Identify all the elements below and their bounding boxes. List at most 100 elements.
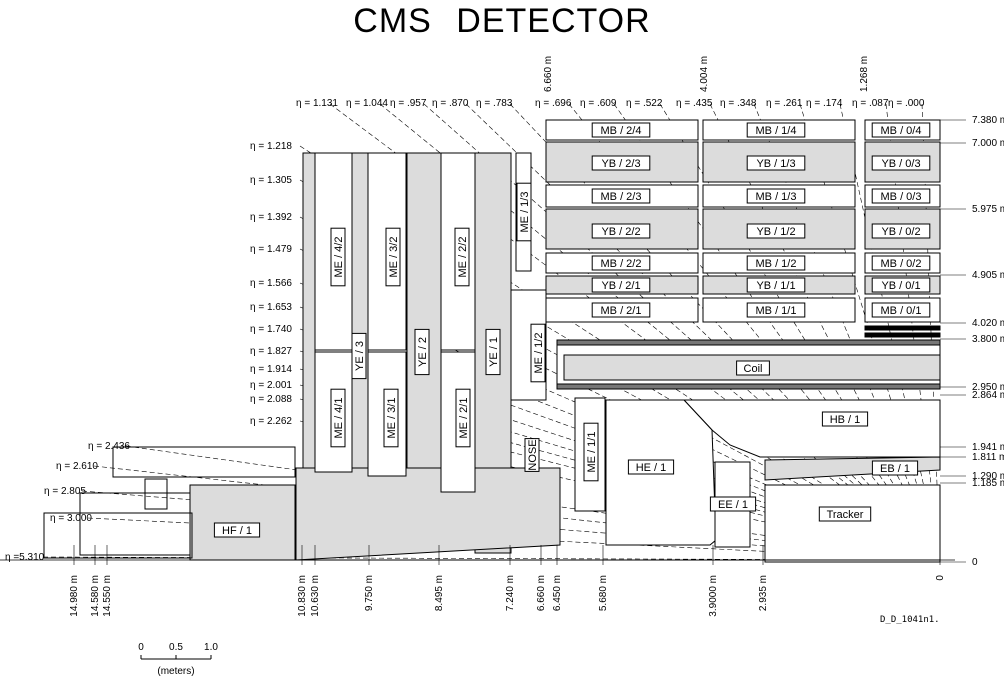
endcap-label: YE / 2 <box>414 328 430 376</box>
svg-text:ME / 3/2: ME / 3/2 <box>388 237 400 278</box>
barrel-label: YB / 2/1 <box>591 277 651 293</box>
scale-unit: (meters) <box>157 666 194 676</box>
z-label: 9.750 m <box>364 575 375 611</box>
eta-label-top: η = .783 <box>476 98 513 109</box>
svg-text:YB / 1/2: YB / 1/2 <box>756 226 795 238</box>
z-label: 5.680 m <box>598 575 609 611</box>
barrel-label: MB / 0/3 <box>871 188 931 204</box>
radial-label: 2.950 m <box>972 382 1004 393</box>
endcap-label: ME / 4/2 <box>330 227 346 287</box>
eta-label-left: η = 2.436 <box>88 441 130 452</box>
svg-text:YB / 1/3: YB / 1/3 <box>756 158 795 170</box>
inner-label: EE / 1 <box>709 496 757 512</box>
radial-label: 4.905 m <box>972 270 1004 281</box>
z-label: 10.830 m <box>297 575 308 617</box>
svg-text:YB / 1/1: YB / 1/1 <box>756 280 795 292</box>
svg-text:HE / 1: HE / 1 <box>636 462 667 474</box>
svg-text:ME / 4/1: ME / 4/1 <box>333 398 345 439</box>
eta-line <box>329 103 941 561</box>
endcap-label: ME / 1/3 <box>516 182 532 242</box>
svg-text:ME / 2/1: ME / 2/1 <box>458 398 470 439</box>
inner-label: HF / 1 <box>213 522 261 538</box>
eta-line <box>465 103 941 561</box>
barrel-label: YB / 1/2 <box>746 223 806 239</box>
top-z-label: 6.660 m <box>543 56 554 92</box>
svg-text:MB / 1/1: MB / 1/1 <box>756 305 797 317</box>
svg-text:YB / 0/3: YB / 0/3 <box>881 158 920 170</box>
barrel-label: MB / 2/2 <box>591 255 651 271</box>
barrel-label: MB / 2/1 <box>591 302 651 318</box>
eta-label-top: η = .522 <box>626 98 663 109</box>
svg-text:ME / 3/1: ME / 3/1 <box>386 398 398 439</box>
svg-text:YE / 2: YE / 2 <box>417 337 429 367</box>
inner-label: Coil <box>736 360 770 376</box>
scale-tick-label: 0 <box>138 642 144 653</box>
endcap-label: YE / 3 <box>351 332 367 380</box>
barrel-label: MB / 0/1 <box>871 302 931 318</box>
barrel-label: MB / 2/4 <box>591 122 651 138</box>
endcap-label: ME / 2/2 <box>454 227 470 287</box>
eta-label-top: η = .696 <box>535 98 572 109</box>
endcap-label: ME / 1/1 <box>583 422 599 482</box>
eta-label-top: η = .261 <box>766 98 803 109</box>
svg-text:YB / 2/1: YB / 2/1 <box>601 280 640 292</box>
z-label: 3.9000 m <box>708 575 719 617</box>
top-z-label: 4.004 m <box>699 56 710 92</box>
scale-tick-label: 0.5 <box>169 642 183 653</box>
svg-text:MB / 0/1: MB / 0/1 <box>881 305 922 317</box>
eta-label-left: η = 1.740 <box>250 324 292 335</box>
barrel-label: MB / 1/4 <box>746 122 806 138</box>
z-label: 6.660 m <box>536 575 547 611</box>
svg-text:MB / 0/4: MB / 0/4 <box>881 125 922 137</box>
endcap-label: NOSE <box>524 438 540 472</box>
svg-text:MB / 2/2: MB / 2/2 <box>601 258 642 270</box>
eta-label-top: η = .435 <box>676 98 713 109</box>
eta-label-left: η = 1.914 <box>250 364 292 375</box>
radial-label: 5.975 m <box>972 204 1004 215</box>
inner-label: EB / 1 <box>871 460 919 476</box>
endcap-label: YE / 1 <box>485 328 501 376</box>
endcap-label: ME / 1/2 <box>530 323 546 383</box>
z-label: 10.630 m <box>310 575 321 617</box>
barrel-label: YB / 0/2 <box>871 223 931 239</box>
radial-label: 2.864 m <box>972 390 1004 401</box>
inner-label: HE / 1 <box>627 459 675 475</box>
eta-label-top: η = .609 <box>580 98 617 109</box>
svg-text:MB / 0/2: MB / 0/2 <box>881 258 922 270</box>
svg-text:Tracker: Tracker <box>827 509 864 521</box>
z-label: 6.450 m <box>552 575 563 611</box>
svg-text:YE / 1: YE / 1 <box>488 337 500 367</box>
radial-label: 1.290 m <box>972 471 1004 482</box>
svg-text:YB / 2/2: YB / 2/2 <box>601 226 640 238</box>
svg-text:MB / 0/3: MB / 0/3 <box>881 191 922 203</box>
svg-text:YB / 2/3: YB / 2/3 <box>601 158 640 170</box>
radial-label: 4.020 m <box>972 318 1004 329</box>
eta-label-left: η = 3.000 <box>50 513 92 524</box>
radial-label: 7.380 m <box>972 115 1004 126</box>
svg-text:HF / 1: HF / 1 <box>222 525 252 537</box>
eta-label-left: η = 2.262 <box>250 416 292 427</box>
eta-label-left: η = 1.218 <box>250 141 292 152</box>
eta-label-top: η = .174 <box>806 98 843 109</box>
eta-label-top: η = 1.131 <box>296 98 338 109</box>
eta-label-top: η = 1.044 <box>346 98 388 109</box>
svg-text:YB / 0/2: YB / 0/2 <box>881 226 920 238</box>
radial-label: 1.941 m <box>972 442 1004 453</box>
barrel-label: YB / 2/3 <box>591 155 651 171</box>
endcap-label: ME / 3/2 <box>385 227 401 287</box>
svg-text:ME / 1/2: ME / 1/2 <box>533 333 545 374</box>
eta-line <box>613 103 941 561</box>
svg-text:ME / 1/3: ME / 1/3 <box>519 192 531 233</box>
svg-text:MB / 1/2: MB / 1/2 <box>756 258 797 270</box>
svg-text:ME / 1/1: ME / 1/1 <box>586 432 598 473</box>
svg-text:EE / 1: EE / 1 <box>718 499 748 511</box>
svg-text:MB / 2/1: MB / 2/1 <box>601 305 642 317</box>
z-label: 0 <box>935 575 946 581</box>
eta-label-left: η = 1.827 <box>250 346 292 357</box>
eta-label-left: η = 1.479 <box>250 244 292 255</box>
eta-label-left: η = 2.088 <box>250 394 292 405</box>
z-label: 8.495 m <box>434 575 445 611</box>
eta-line <box>709 103 941 561</box>
endcap-label: ME / 4/1 <box>330 388 346 448</box>
